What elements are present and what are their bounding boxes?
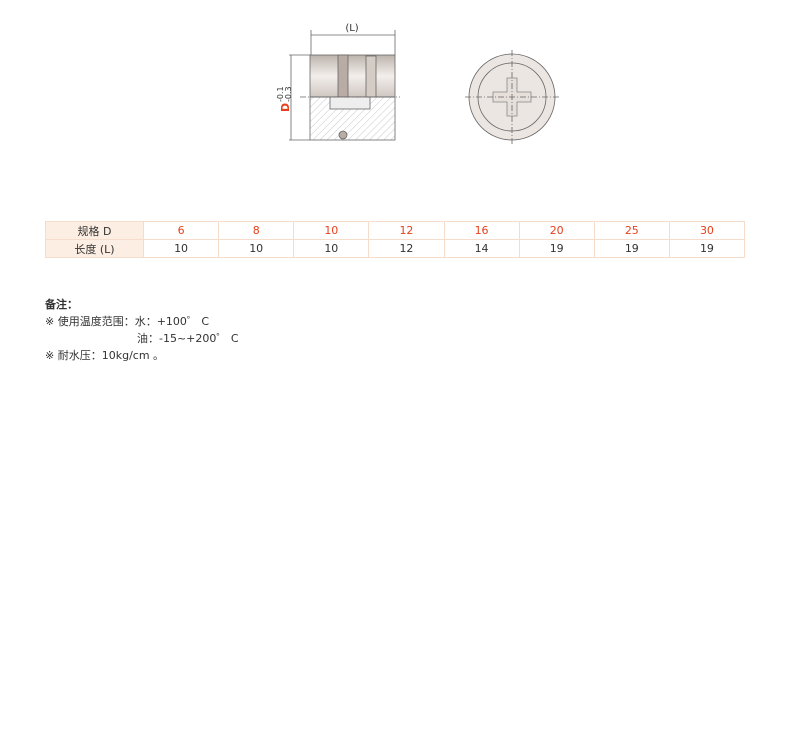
length-cell: 10 bbox=[142, 239, 220, 258]
note-temperature: ※ 使用温度范围：水：+100゜ C bbox=[45, 315, 210, 328]
front-view bbox=[465, 50, 560, 144]
table-row: 长度 (L) 10 10 10 12 14 19 19 19 bbox=[45, 239, 746, 258]
length-cell: 12 bbox=[368, 239, 445, 258]
length-cell: 14 bbox=[443, 239, 520, 258]
size-cell: 10 bbox=[293, 221, 370, 240]
note-pressure: ※ 耐水压：10kg/cm 。 bbox=[45, 349, 165, 362]
row-header-length: 长度 (L) bbox=[45, 239, 144, 258]
size-cell: 20 bbox=[518, 221, 595, 240]
table-row: 规格 D 6 8 10 12 16 20 25 30 bbox=[45, 221, 746, 240]
length-cell: 19 bbox=[668, 239, 746, 258]
size-cell: 25 bbox=[593, 221, 670, 240]
notes-title: 备注： bbox=[45, 298, 78, 311]
tolerance-upper: -0.1 bbox=[276, 86, 285, 102]
row-header-size: 规格 D bbox=[45, 221, 144, 240]
spec-table: 规格 D 6 8 10 12 16 20 25 30 长度 (L) 10 10 … bbox=[45, 221, 746, 258]
size-cell: 8 bbox=[218, 221, 295, 240]
diameter-label: D bbox=[279, 103, 292, 112]
size-cell: 30 bbox=[668, 221, 746, 240]
size-cell: 12 bbox=[368, 221, 445, 240]
length-cell: 19 bbox=[593, 239, 670, 258]
length-cell: 10 bbox=[293, 239, 370, 258]
tolerance-lower: -0.3 bbox=[284, 86, 293, 102]
length-cell: 10 bbox=[218, 239, 295, 258]
side-view bbox=[289, 30, 400, 141]
product-drawing: (L) D -0.1 -0.3 bbox=[276, 23, 560, 144]
length-cell: 19 bbox=[518, 239, 595, 258]
length-label: (L) bbox=[345, 23, 358, 34]
size-cell: 16 bbox=[443, 221, 520, 240]
note-oil-temperature: 油：-15~+200゜ C bbox=[137, 332, 239, 345]
size-cell: 6 bbox=[142, 221, 220, 240]
notes: 备注： ※ 使用温度范围：水：+100゜ C 油：-15~+200゜ C ※ 耐… bbox=[45, 296, 239, 364]
